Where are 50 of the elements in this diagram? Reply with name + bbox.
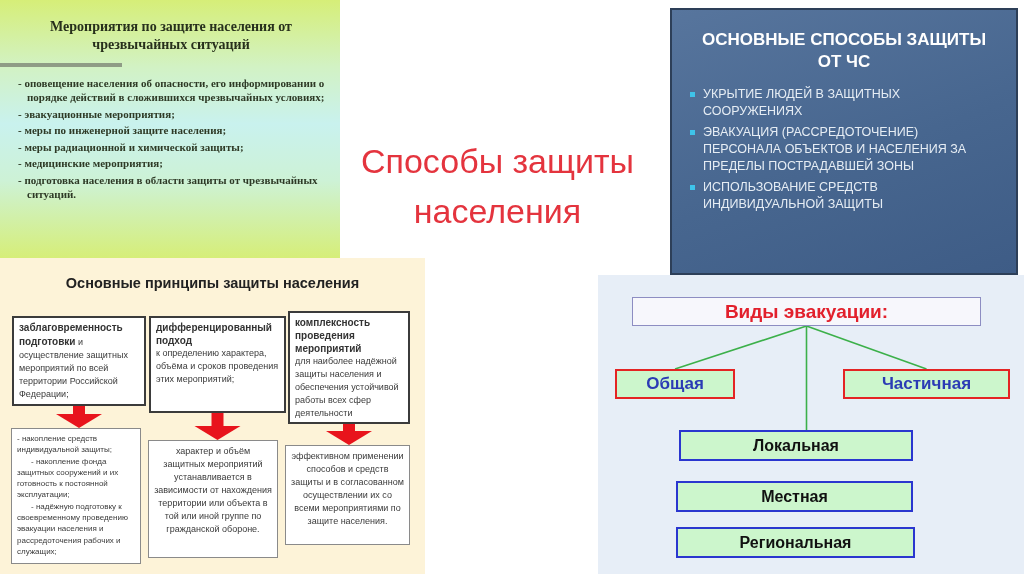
list-item: - надёжную подготовку к своевременному проведению эвакуации населения и рассредоточения рабочих и служащих; (17, 500, 129, 558)
node-label: Региональная (739, 532, 852, 553)
node-label: Местная (761, 486, 828, 507)
text-box (11, 428, 141, 564)
list-item: - накопление фонда защитных сооружений и их готовность к постоянной эксплуатации; (17, 455, 120, 501)
text-box (288, 311, 410, 424)
text-box (676, 527, 915, 558)
block-arrow (194, 413, 241, 440)
list-item: - оповещение населения об опасности, его информировании о порядке действий в сложившихся чрезвычайных условиях; (17, 76, 326, 104)
text-box (285, 445, 410, 545)
list-item: УКРЫТИЕ ЛЮДЕЙ В ЗАЩИТНЫХ СООРУЖЕНИЯХ (703, 86, 902, 120)
slide-panel (0, 0, 340, 258)
slide-panel (670, 8, 1018, 275)
slide-title: Способы защиты населения (360, 141, 635, 232)
panel-heading: Основные принципы защиты населения (64, 274, 361, 292)
slide-panel (0, 258, 425, 574)
block-arrow (326, 424, 372, 445)
text-box (843, 369, 1010, 399)
text-box (12, 316, 146, 406)
list-item: - меры радиационной и химической защиты; (17, 139, 245, 154)
node-label: Общая (646, 374, 704, 394)
list-item: - подготовка населения в области защиты от чрезвычайных ситуаций. (17, 172, 319, 201)
connector-line (805, 325, 808, 431)
body-text: характер и объём защитных мероприятий устанавливается в зависимости от нахождения территории или объекта в той или иной группе по гражданской обороне. (154, 445, 272, 536)
node-label: Виды эвакуации: (724, 300, 889, 323)
panel-heading: Мероприятия по защите населения от чрезвычайных ситуаций (49, 18, 293, 54)
list-item: ИСПОЛЬЗОВАНИЕ СРЕДСТВ ИНДИВИДУАЛЬНОЙ ЗАЩИТЫ (703, 179, 884, 213)
text-box (632, 297, 981, 326)
list-item: - эвакуационные мероприятия; (17, 106, 176, 121)
text-box (679, 430, 913, 461)
body-text: для наиболее надёжной защиты населения и обеспечения устойчивой работы всех сфер деятельности (295, 355, 400, 420)
block-arrow (56, 406, 102, 428)
body-text: заблаговременность подготовки и осуществление защитных мероприятий по всей территории Российской Федерации; (19, 321, 129, 401)
text-box (615, 369, 735, 399)
list-item: - медицинские мероприятия; (17, 156, 164, 170)
connector-line (674, 325, 808, 370)
panel-heading: ОСНОВНЫЕ СПОСОБЫ ЗАЩИТЫ ОТ ЧС (700, 29, 988, 73)
heading-text: комплексность проведения мероприятий (295, 316, 372, 355)
node-label: Частичная (881, 374, 972, 394)
list-item: - меры по инженерной защите населения; (17, 123, 228, 137)
text-box (148, 440, 278, 558)
text-box (676, 481, 913, 512)
heading-text: дифференцированный подход (156, 321, 273, 347)
body-text: к определению характера, объёма и сроков проведения этих мероприятий; (156, 347, 279, 386)
list-item: - накопление средств индивидуальной защиты; (17, 433, 113, 456)
body-text: эффективном применении способов и средств защиты и в согласованном осуществлении их со всеми мероприятиями по защите населения. (291, 450, 404, 528)
text-box (149, 316, 286, 413)
node-label: Локальная (753, 435, 839, 456)
list-item: ЭВАКУАЦИЯ (РАССРЕДОТОЧЕНИЕ) ПЕРСОНАЛА ОБЪЕКТОВ И НАСЕЛЕНИЯ ЗА ПРЕДЕЛЫ ПОСТРАДАВШЕЙ ЗОНЫ (703, 124, 968, 175)
connector-line (805, 325, 928, 370)
